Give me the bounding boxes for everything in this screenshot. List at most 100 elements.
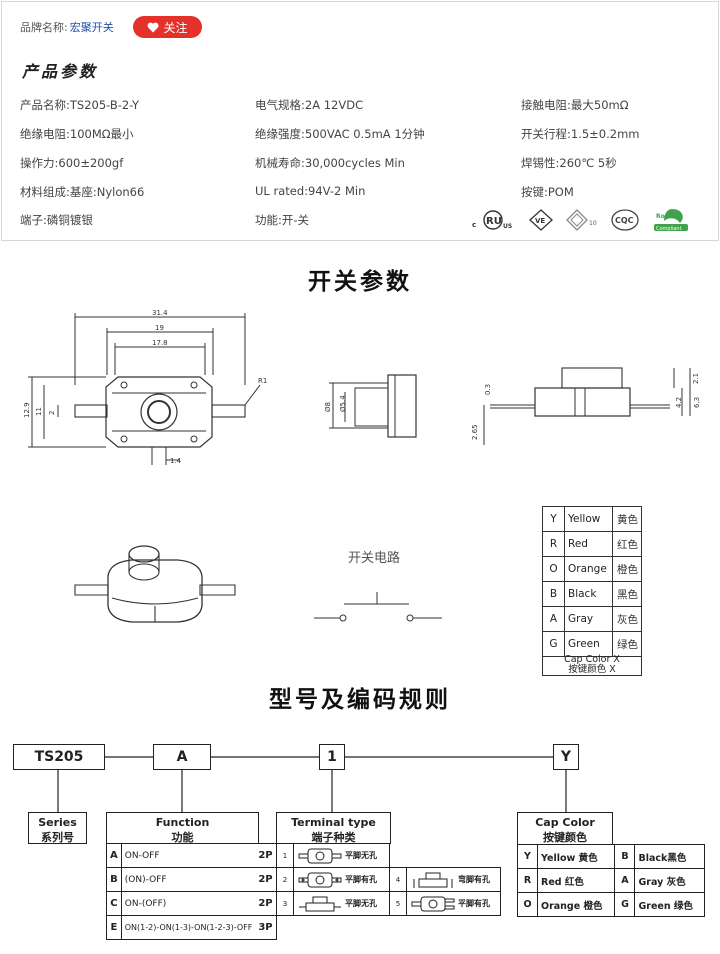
- isometric-view-drawing: [74, 545, 236, 623]
- terminal-code: 3: [276, 891, 294, 916]
- color-en: Green: [564, 631, 613, 657]
- side-view-drawing: Ø8 Ø5.4: [324, 374, 417, 438]
- function-code: E: [106, 915, 122, 940]
- function-code: B: [106, 867, 122, 892]
- svg-text:Compliant: Compliant: [656, 226, 682, 232]
- color-zh: 橙色: [611, 556, 643, 582]
- spec-insulation-strength: 绝缘强度:500VAC 0.5mA 1分钟: [255, 127, 425, 141]
- follow-button[interactable]: 关注: [133, 16, 202, 38]
- dim-11: 11: [35, 407, 43, 416]
- spec-function: 功能:开-关: [255, 213, 310, 227]
- color-zh: 绿色: [611, 631, 643, 657]
- code-terminal-box: 1: [319, 744, 345, 770]
- terminal-code: 4: [389, 867, 407, 892]
- terminal-code: 1: [276, 843, 294, 868]
- cap-color-zh: 按键颜色: [543, 831, 587, 844]
- spec-force: 操作力:600±200gf: [20, 156, 124, 170]
- color-en: Orange: [564, 556, 613, 582]
- function-name: (ON)-OFF: [120, 867, 256, 892]
- spec-mech-life: 机械寿命:30,000cycles Min: [255, 156, 405, 170]
- color-code: Y: [517, 844, 538, 869]
- spec-travel: 开关行程:1.5±0.2mm: [521, 127, 640, 141]
- dim-19: 19: [155, 324, 164, 332]
- function-label-box: Function 功能: [106, 812, 259, 844]
- spec-terminal: 端子:磷铜镀银: [20, 213, 93, 227]
- spec-material: 材料组成:基座:Nylon66: [20, 185, 145, 199]
- heart-icon: [148, 22, 159, 32]
- color-code: R: [542, 531, 565, 557]
- terminal-label: 平脚无孔: [345, 851, 377, 860]
- function-name: ON-(OFF): [120, 891, 256, 916]
- svg-text:US: US: [503, 223, 512, 230]
- function-zh: 功能: [171, 831, 194, 844]
- function-poles: 2P: [255, 891, 277, 916]
- dim-2: 2: [48, 411, 56, 415]
- color-name: Gray 灰色: [634, 868, 705, 893]
- dim-1-4: 1.4: [170, 457, 182, 465]
- cap-color-footer: Cap Color X 按键颜色 X: [542, 654, 642, 676]
- vde-logo-icon: VE: [528, 208, 554, 232]
- section-title: 产品参数: [22, 62, 99, 81]
- color-zh: 黑色: [611, 581, 643, 607]
- height-view-drawing: 0.3 2.1 4.2 6.3 2.65: [471, 367, 701, 445]
- coding-connectors: [57, 756, 567, 812]
- svg-text:CQC: CQC: [615, 216, 634, 225]
- color-name: Red 红色: [536, 868, 616, 893]
- color-zh: 红色: [611, 531, 643, 557]
- dim-2-1: 2.1: [692, 373, 700, 384]
- coding-rules-heading: 型号及编码规则: [269, 687, 451, 713]
- color-en: Red: [564, 531, 613, 557]
- function-poles: 2P: [255, 867, 277, 892]
- follow-label: 关注: [163, 20, 188, 35]
- color-zh: 黄色: [611, 506, 643, 532]
- switch-params-heading: 开关参数: [308, 269, 412, 295]
- brand-line: 品牌名称: 宏聚开关: [20, 19, 114, 35]
- color-zh: 灰色: [611, 606, 643, 632]
- color-code: G: [542, 631, 565, 657]
- cb-logo-icon: 10: [566, 208, 598, 232]
- spec-contact-resistance: 接触电阻:最大50mΩ: [521, 98, 629, 112]
- cap-color-footer-en: Cap Color X: [564, 654, 620, 665]
- color-en: Gray: [564, 606, 613, 632]
- terminal-label: 平脚有孔: [345, 875, 377, 884]
- dim-4-2: 4.2: [675, 397, 683, 408]
- terminal-label: 平脚无孔: [345, 899, 377, 908]
- circuit-label: 开关电路: [348, 551, 401, 566]
- svg-text:c: c: [472, 221, 476, 229]
- code-function-box: A: [153, 744, 211, 770]
- dim-6-3: 6.3: [693, 397, 701, 408]
- product-info-card: 品牌名称: 宏聚开关 关注 产品参数 产品名称:TS205-B-2-Y 电气规格…: [1, 1, 719, 241]
- series-zh: 系列号: [41, 831, 74, 844]
- flat-terminal-icon: [298, 848, 342, 863]
- terminal-label: 平脚有孔: [458, 899, 490, 908]
- brand-name-link[interactable]: 宏聚开关: [69, 21, 114, 34]
- dim-r1: R1: [258, 377, 267, 385]
- color-code: O: [517, 892, 538, 917]
- spec-electrical: 电气规格:2A 12VDC: [255, 98, 364, 112]
- color-code: Y: [542, 506, 565, 532]
- bent-terminal-icon: [413, 872, 453, 888]
- table-row: 2 平脚有孔 4 弯脚有孔: [276, 867, 501, 892]
- color-code: A: [614, 868, 636, 893]
- code-series-box: TS205: [13, 744, 105, 770]
- color-name: Black黑色: [634, 844, 705, 869]
- cap-color-en: Cap Color: [535, 816, 595, 829]
- color-code: R: [517, 868, 538, 893]
- terminal-en: Terminal type: [291, 816, 376, 829]
- dim-12-9: 12.9: [23, 402, 31, 418]
- function-poles: 2P: [255, 843, 277, 868]
- svg-text:RoHS: RoHS: [656, 213, 674, 220]
- cap-color-label-box: Cap Color 按键颜色: [517, 812, 613, 845]
- terminal-label: 弯脚有孔: [458, 875, 490, 884]
- color-code: B: [614, 844, 636, 869]
- front-view-drawing: 31.4 19 17.8 R1 12.9 11 2 1.4: [23, 309, 267, 465]
